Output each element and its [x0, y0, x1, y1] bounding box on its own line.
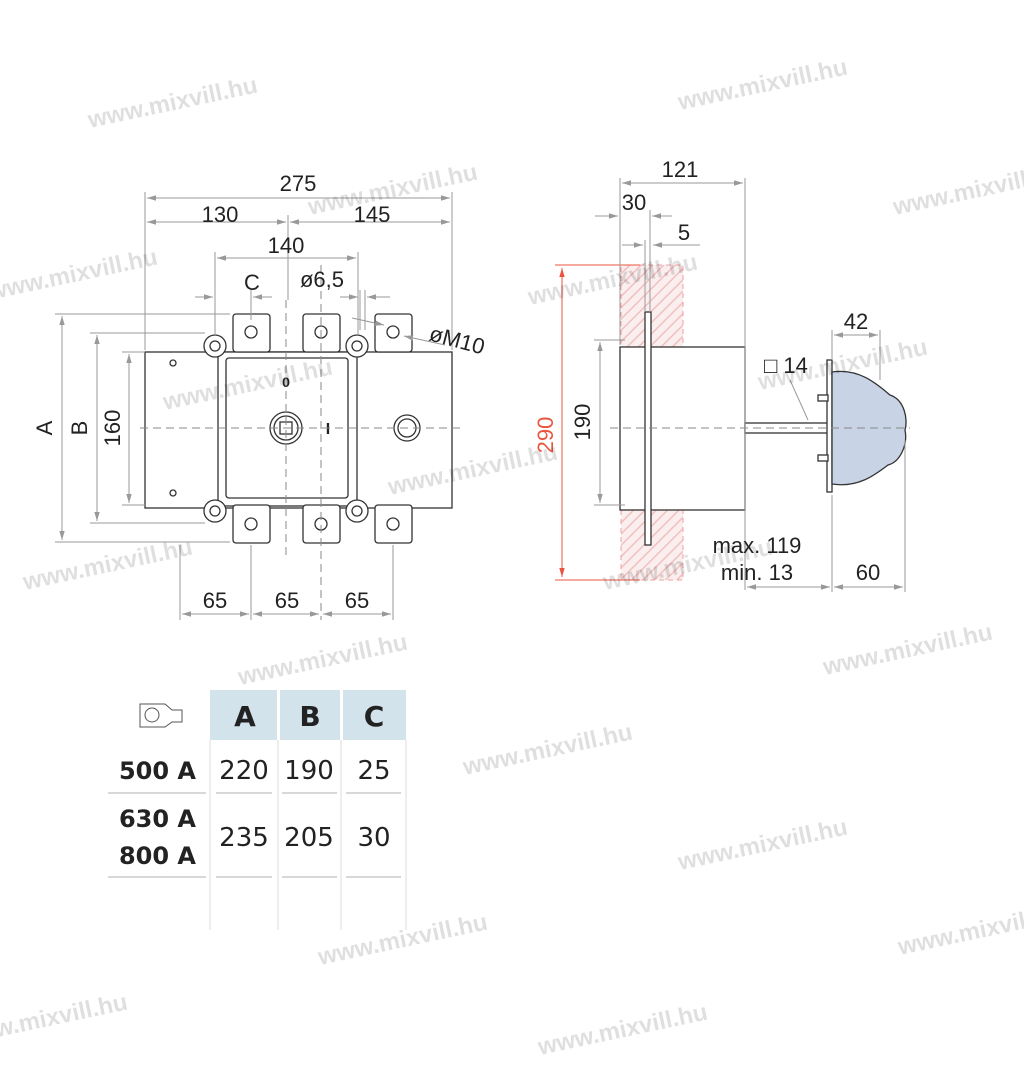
- watermark-text: www.mixvill.hu: [890, 159, 1024, 221]
- watermark-text: www.mixvill.hu: [675, 54, 850, 116]
- row-rating-800: 800 A: [119, 842, 196, 870]
- dimension-table: A B C 500 A 220 190 25 630 A 800 A 235 2…: [108, 690, 407, 930]
- dim-42: 42: [844, 309, 868, 334]
- dim-pitch-3: 65: [345, 588, 369, 613]
- terminal-lug-icon: [139, 703, 183, 728]
- handle-knob: [831, 370, 907, 486]
- dim-square: □ 14: [764, 353, 808, 378]
- watermark-text: www.mixvill.hu: [895, 899, 1024, 961]
- dim-140: 140: [268, 233, 305, 258]
- dim-121: 121: [662, 157, 699, 182]
- row-rating-630: 630 A: [119, 805, 196, 833]
- side-view: 290 190 121 30 5 42 □ 14 max. 119 min. 1…: [533, 157, 910, 592]
- dim-190: 190: [570, 404, 595, 441]
- watermark-text: www.mixvill.hu: [305, 159, 480, 221]
- cell-630-a: 235: [219, 823, 269, 853]
- watermark-text: www.mixvill.hu: [0, 244, 160, 306]
- cell-630-b: 205: [284, 823, 334, 853]
- dim-a: A: [32, 420, 57, 435]
- terminals-top: [232, 313, 413, 353]
- front-view: 0 I 275 130 145 140 C ø6,5 øM10 A B 160: [32, 171, 488, 620]
- dim-30: 30: [622, 190, 646, 215]
- dim-pitch-1: 65: [203, 588, 227, 613]
- cell-630-c: 30: [357, 823, 390, 853]
- watermark-text: www.mixvill.hu: [460, 719, 635, 781]
- dim-b: B: [67, 421, 92, 436]
- watermark-text: www.mixvill.hu: [820, 619, 995, 681]
- row-rating-500: 500 A: [119, 757, 196, 785]
- header-c: C: [364, 700, 385, 733]
- watermark-text: www.mixvill.hu: [0, 989, 130, 1051]
- dim-hole: ø6,5: [300, 267, 344, 292]
- position-on-label: I: [326, 421, 330, 438]
- cell-500-c: 25: [357, 756, 390, 786]
- shaft-min: min. 13: [721, 560, 793, 585]
- header-b: B: [299, 700, 320, 733]
- header-a: A: [234, 700, 256, 733]
- mounting-holes: [169, 334, 369, 523]
- shaft-max: max. 119: [713, 533, 802, 558]
- dim-c: C: [244, 270, 260, 295]
- watermark-text: www.mixvill.hu: [235, 629, 410, 691]
- dim-145: 145: [354, 202, 391, 227]
- watermark-text: www.mixvill.hu: [85, 72, 260, 134]
- dim-160: 160: [100, 410, 125, 447]
- watermark-text: www.mixvill.hu: [535, 999, 710, 1061]
- cell-500-b: 190: [284, 756, 334, 786]
- dim-5: 5: [678, 220, 690, 245]
- dim-pitch-2: 65: [275, 588, 299, 613]
- dim-60: 60: [856, 560, 880, 585]
- watermark-text: www.mixvill.hu: [675, 814, 850, 876]
- dim-130: 130: [202, 202, 239, 227]
- watermarks: www.mixvill.hu www.mixvill.hu www.mixvil…: [0, 54, 1024, 1061]
- dim-290: 290: [533, 417, 558, 454]
- terminals-bottom: [232, 504, 413, 544]
- watermark-text: www.mixvill.hu: [20, 534, 195, 596]
- dim-275: 275: [280, 171, 317, 196]
- cell-500-a: 220: [219, 756, 269, 786]
